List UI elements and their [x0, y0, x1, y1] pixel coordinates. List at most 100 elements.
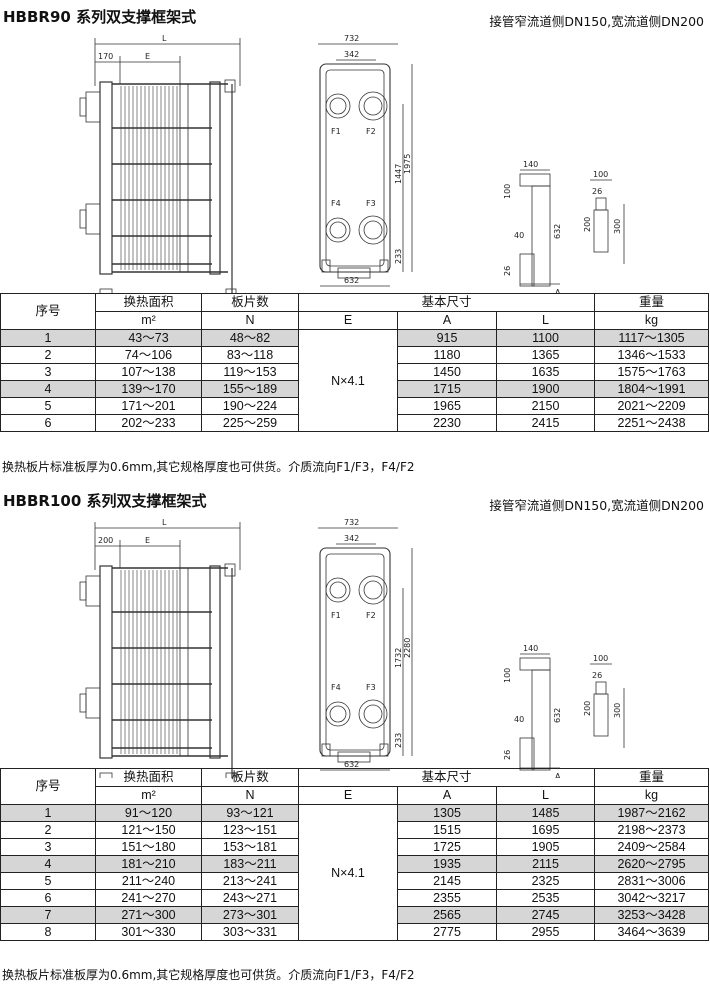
cell-l: 2325 [495, 872, 596, 890]
cell-area: 181～210 [95, 855, 202, 873]
cell-area: 107～138 [95, 363, 202, 381]
cell-a: 2355 [397, 889, 497, 907]
cell-no: 2 [0, 821, 96, 839]
dim-height-label: 1975 [403, 154, 412, 174]
cell-kg: 3042～3217 [594, 889, 710, 907]
dim-plate-200-label: 200 [583, 701, 592, 716]
dim-width-label: 732 [344, 34, 359, 43]
cell-l: 1365 [495, 346, 596, 364]
cell-no: 4 [0, 855, 96, 873]
cell-plates: 93～121 [201, 804, 299, 822]
cell-l: 2150 [495, 397, 596, 415]
dim-offset-label: 200 [98, 536, 113, 545]
cell-a: 1725 [397, 838, 497, 856]
cell-l: 2535 [495, 889, 596, 907]
cell-no: 1 [0, 329, 96, 347]
cell-area: 91～120 [95, 804, 202, 822]
cell-kg: 3253～3428 [594, 906, 710, 924]
port-f1-label: F1 [331, 611, 341, 620]
cell-a: 1305 [397, 804, 497, 822]
port-f3-label: F3 [366, 199, 376, 208]
cell-a: 1935 [397, 855, 497, 873]
dim-foot-top-label: 100 [503, 184, 512, 199]
cell-area: 301～330 [95, 923, 202, 941]
dim-plate-300-label: 300 [613, 219, 622, 234]
cell-kg: 2251～2438 [594, 414, 710, 432]
header-l: L [495, 786, 596, 805]
header-area: 换热面积 [95, 293, 202, 312]
cell-kg: 1117～1305 [594, 329, 710, 347]
cell-kg: 1575～1763 [594, 363, 710, 381]
cell-a: 1515 [397, 821, 497, 839]
cell-area: 121～150 [95, 821, 202, 839]
dim-l-label: L [162, 34, 167, 43]
cell-plates: 83～118 [201, 346, 299, 364]
cell-plates: 48～82 [201, 329, 299, 347]
dim-foot-width-label: 140 [523, 160, 538, 169]
header-seq: 序号 [0, 768, 96, 805]
cell-plates: 303～331 [201, 923, 299, 941]
header-dims: 基本尺寸 [297, 293, 596, 312]
dim-foot-a-label: A [555, 288, 561, 294]
section-subtitle: 接管窄流道侧DN150,宽流道侧DN200 [489, 498, 704, 513]
dim-plate-width-label: 100 [593, 654, 608, 663]
cell-area: 271～300 [95, 906, 202, 924]
cell-kg: 1804～1991 [594, 380, 710, 398]
dim-width-label: 732 [344, 518, 359, 527]
dim-bottom-label: 233 [394, 249, 403, 264]
dim-foot-width-label: 140 [523, 644, 538, 653]
cell-l: 1905 [495, 838, 596, 856]
header-seq: 序号 [0, 293, 96, 330]
dim-foot-top-label: 100 [503, 668, 512, 683]
cell-kg: 3464～3639 [594, 923, 710, 941]
cell-a: 1180 [397, 346, 497, 364]
cell-l: 1695 [495, 821, 596, 839]
dim-foot-height-label: 632 [553, 708, 562, 723]
cell-l: 1100 [495, 329, 596, 347]
cell-no: 7 [0, 906, 96, 924]
cell-plates: 273～301 [201, 906, 299, 924]
dim-plate-width-label: 100 [593, 170, 608, 179]
header-a: A [397, 786, 497, 805]
header-weight: 重量 [594, 293, 710, 312]
cell-plates: 155～189 [201, 380, 299, 398]
cell-no: 6 [0, 889, 96, 907]
cell-kg: 2620～2795 [594, 855, 710, 873]
cell-a: 2230 [397, 414, 497, 432]
port-f1-label: F1 [331, 127, 341, 136]
side-view: L 200 E [79, 518, 241, 778]
port-f4-label: F4 [331, 199, 341, 208]
dim-plate-200-label: 200 [583, 217, 592, 232]
cell-no: 8 [0, 923, 96, 941]
dim-plate-26-label: 26 [592, 187, 602, 196]
cell-l: 2955 [495, 923, 596, 941]
cell-area: 241～270 [95, 889, 202, 907]
cell-kg: 2831～3006 [594, 872, 710, 890]
section-title: HBBR90 系列双支撑框架式 [3, 8, 197, 26]
dim-offset-label: 170 [98, 52, 113, 61]
section-note: 换热板片标准板厚为0.6mm,其它规格厚度也可供货。介质流向F1/F3，F4/F… [2, 460, 415, 474]
side-view: L 170 E [79, 34, 241, 294]
cell-l: 1485 [495, 804, 596, 822]
header-e: E [298, 786, 398, 805]
dim-foot-40-label: 40 [514, 715, 524, 724]
cell-no: 3 [0, 838, 96, 856]
dim-port-pitch-label: 342 [344, 50, 359, 59]
header-weight-unit: kg [594, 311, 710, 330]
cell-plates: 225～259 [201, 414, 299, 432]
cell-kg: 2021～2209 [594, 397, 710, 415]
header-area-unit: m² [95, 311, 202, 330]
header-e: E [298, 311, 398, 330]
cell-e-value: N×4.1 [298, 329, 398, 432]
cell-plates: 213～241 [201, 872, 299, 890]
cell-e-value: N×4.1 [298, 804, 398, 941]
cell-a: 1450 [397, 363, 497, 381]
cell-kg: 2409～2584 [594, 838, 710, 856]
